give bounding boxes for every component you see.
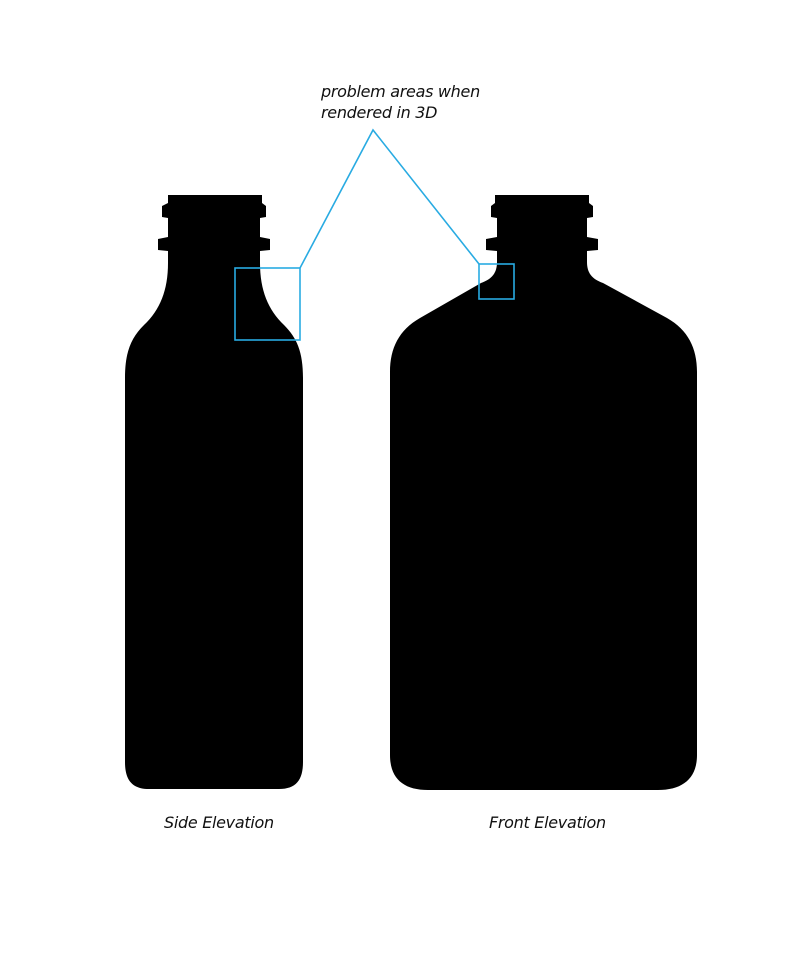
annotation-line-2: rendered in 3D	[321, 103, 438, 122]
annotation-line-1: problem areas when	[321, 82, 480, 101]
side-elevation-bottle	[125, 195, 303, 789]
callout-leader-lines	[299, 128, 480, 269]
front-elevation-caption: Front Elevation	[489, 813, 606, 832]
side-elevation-caption: Side Elevation	[164, 813, 274, 832]
problem-areas-annotation: problem areas when rendered in 3D	[321, 81, 480, 123]
side-problem-area-box	[234, 267, 301, 341]
front-elevation-bottle	[390, 195, 697, 790]
front-problem-area-box	[478, 263, 515, 300]
